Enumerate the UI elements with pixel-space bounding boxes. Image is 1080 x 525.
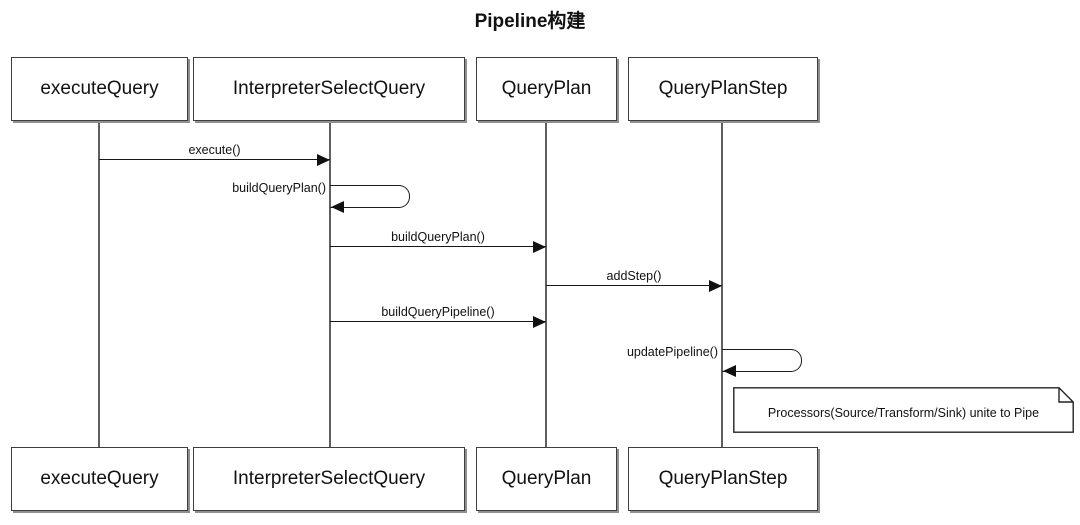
message-label-updatepipeline: updatePipeline() — [626, 345, 718, 359]
note-processors: Processors(Source/Transform/Sink) unite … — [733, 387, 1074, 433]
arrowhead-right-icon — [533, 241, 546, 253]
arrowhead-left-icon — [723, 365, 736, 377]
message-label-buildquerypipeline: buildQueryPipeline() — [381, 305, 495, 319]
lifeline-executequery — [98, 121, 100, 447]
note-text: Processors(Source/Transform/Sink) unite … — [767, 406, 1040, 420]
participant-bottom-queryplan: QueryPlan — [476, 447, 617, 511]
arrowhead-right-icon — [317, 154, 330, 166]
participant-bottom-executequery: executeQuery — [11, 447, 188, 511]
lifeline-queryplan — [545, 121, 547, 447]
message-line-buildquerypipeline — [330, 321, 546, 322]
message-label-buildqueryplan-self: buildQueryPlan() — [232, 181, 326, 195]
message-label-buildqueryplan: buildQueryPlan() — [391, 230, 485, 244]
participant-bottom-interpreterselectquery: InterpreterSelectQuery — [193, 447, 465, 511]
arrowhead-right-icon — [709, 280, 722, 292]
message-line-execute — [99, 159, 330, 160]
message-line-buildqueryplan — [330, 246, 546, 247]
arrowhead-right-icon — [533, 316, 546, 328]
note-fold-icon — [1058, 387, 1074, 403]
participant-top-queryplanstep: QueryPlanStep — [628, 57, 818, 121]
participant-top-interpreterselectquery: InterpreterSelectQuery — [193, 57, 465, 121]
participant-top-queryplan: QueryPlan — [476, 57, 617, 121]
note-shape — [733, 387, 1074, 433]
self-loop-updatepipeline — [722, 349, 802, 372]
message-label-addstep: addStep() — [606, 269, 662, 283]
participant-top-executequery: executeQuery — [11, 57, 188, 121]
message-line-addstep — [546, 285, 722, 286]
lifeline-interpreterselectquery — [329, 121, 331, 447]
lifeline-queryplanstep — [721, 121, 723, 447]
diagram-title: Pipeline构建 — [474, 11, 586, 32]
message-label-execute: execute() — [188, 143, 241, 157]
self-loop-buildqueryplan — [330, 185, 410, 208]
participant-bottom-queryplanstep: QueryPlanStep — [628, 447, 818, 511]
arrowhead-left-icon — [331, 201, 344, 213]
